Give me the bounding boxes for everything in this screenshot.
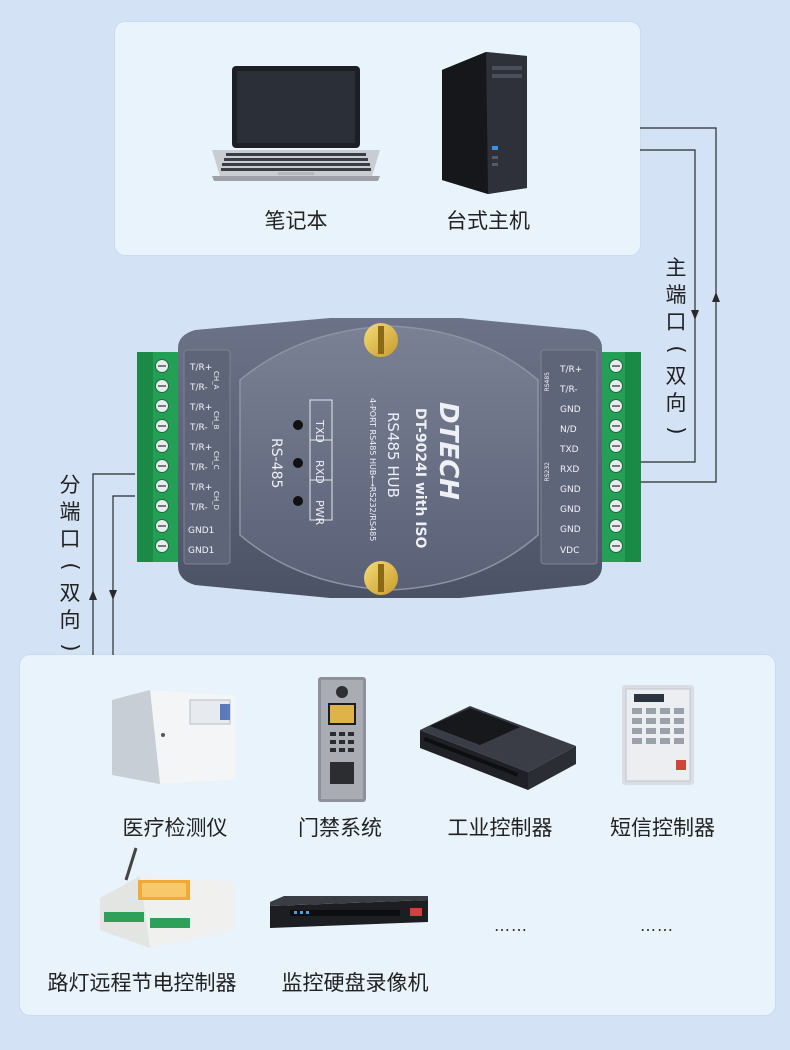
arrow-down-icon [109, 590, 117, 600]
hub-led-label-pwr: PWR [313, 500, 326, 526]
device-label-sms: 短信控制器 [610, 816, 715, 840]
arrow-up-icon [89, 590, 97, 600]
pin-label: T/R- [189, 503, 208, 513]
more-devices-placeholder: …… [494, 916, 528, 935]
rs485-hub-device [178, 318, 602, 598]
right-pin-labels: T/R+ T/R- GND N/D TXD RXD GND GND GND VD… [559, 365, 582, 556]
arrow-up-icon [712, 292, 720, 302]
pin-label: RXD [560, 465, 579, 475]
pin-label: T/R+ [189, 363, 212, 373]
laptop-icon [212, 66, 380, 181]
pin-label: GND1 [188, 546, 214, 556]
device-label-medical: 医疗检测仪 [122, 816, 228, 840]
main-port-connection-lines [602, 127, 717, 483]
arrow-down-icon [691, 310, 699, 320]
pin-label: T/R+ [189, 403, 212, 413]
hub-rs485-label: RS-485 [268, 438, 284, 488]
pin-label: VDC [560, 546, 579, 556]
device-label-door-access: 门禁系统 [298, 816, 382, 840]
more-devices-placeholder: …… [640, 916, 674, 935]
hub-brand-logo: DTECH [433, 402, 463, 500]
right-terminal-screws [609, 359, 623, 553]
hub-product-name: RS485 HUB [384, 412, 402, 498]
channel-label-b: CH_B [212, 411, 220, 430]
main-port-char: ( [664, 345, 689, 354]
pin-label: TXD [559, 445, 579, 455]
group-label-rs485: RS485 [544, 372, 551, 392]
hub-subtitle: 4-PORT RS485 HUB⟷RS232/RS485 [368, 398, 377, 541]
main-port-char: 主 [665, 256, 687, 280]
sms-controller-icon [622, 685, 694, 785]
channel-label-c: CH_C [212, 451, 220, 470]
channel-label-d: CH_D [212, 491, 220, 510]
device-label-streetlight: 路灯远程节电控制器 [47, 971, 237, 995]
device-label-industrial: 工业控制器 [447, 816, 553, 840]
sub-port-label: 分 端 口 ( 双 向 ) [54, 472, 86, 661]
pin-label: GND [560, 505, 581, 515]
main-port-char: 口 [665, 310, 687, 334]
desktop-tower-icon [442, 52, 527, 194]
left-terminal-screws [155, 359, 169, 553]
group-label-rs232: RS232 [544, 462, 551, 482]
pin-label: T/R- [189, 463, 208, 473]
main-port-arrows [691, 292, 720, 320]
hub-model: DT-9024I with ISO [412, 408, 428, 549]
left-terminal-block [137, 352, 180, 562]
sub-port-char: 口 [59, 527, 81, 551]
sub-port-char: 分 [59, 473, 81, 497]
main-port-char: ) [664, 426, 689, 435]
pin-label: T/R+ [189, 483, 212, 493]
pin-label: T/R- [189, 383, 208, 393]
pin-label: T/R- [559, 385, 578, 395]
pin-label: GND [560, 405, 581, 415]
sub-port-arrows [89, 590, 117, 600]
industrial-controller-icon [420, 706, 576, 790]
pin-label: T/R+ [189, 443, 212, 453]
sub-port-char: ( [58, 562, 83, 571]
sub-port-char: 双 [59, 581, 81, 605]
main-port-char: 端 [665, 283, 687, 307]
sub-port-char: 向 [59, 608, 81, 632]
main-port-char: 向 [665, 391, 687, 415]
main-port-char: 双 [665, 364, 687, 388]
door-access-panel-icon [318, 677, 366, 802]
top-devices-panel [115, 22, 640, 255]
sub-port-char: ) [58, 643, 83, 652]
desktop-label: 台式主机 [446, 209, 530, 233]
hub-led-label-rxd: RXD [313, 460, 326, 484]
nvr-recorder-icon [270, 896, 428, 928]
pin-label: GND1 [188, 526, 214, 536]
sub-port-char: 端 [59, 500, 81, 524]
pin-label: N/D [560, 425, 577, 435]
pin-label: GND [560, 525, 581, 535]
hub-led-label-txd: TXD [313, 419, 326, 443]
main-port-label: 主 端 口 ( 双 向 ) [660, 255, 692, 444]
right-terminal-block [598, 352, 641, 562]
streetlight-controller-icon [100, 847, 234, 948]
laptop-label: 笔记本 [264, 209, 328, 233]
pin-label: GND [560, 485, 581, 495]
sub-port-connection-lines [92, 473, 135, 655]
pin-label: T/R- [189, 423, 208, 433]
device-label-nvr: 监控硬盘录像机 [281, 971, 429, 995]
left-pin-labels: T/R+ T/R- T/R+ T/R- T/R+ T/R- T/R+ T/R- … [188, 363, 214, 556]
channel-label-a: CH_A [212, 371, 220, 390]
pin-label: T/R+ [559, 365, 582, 375]
medical-analyzer-icon [112, 690, 235, 784]
